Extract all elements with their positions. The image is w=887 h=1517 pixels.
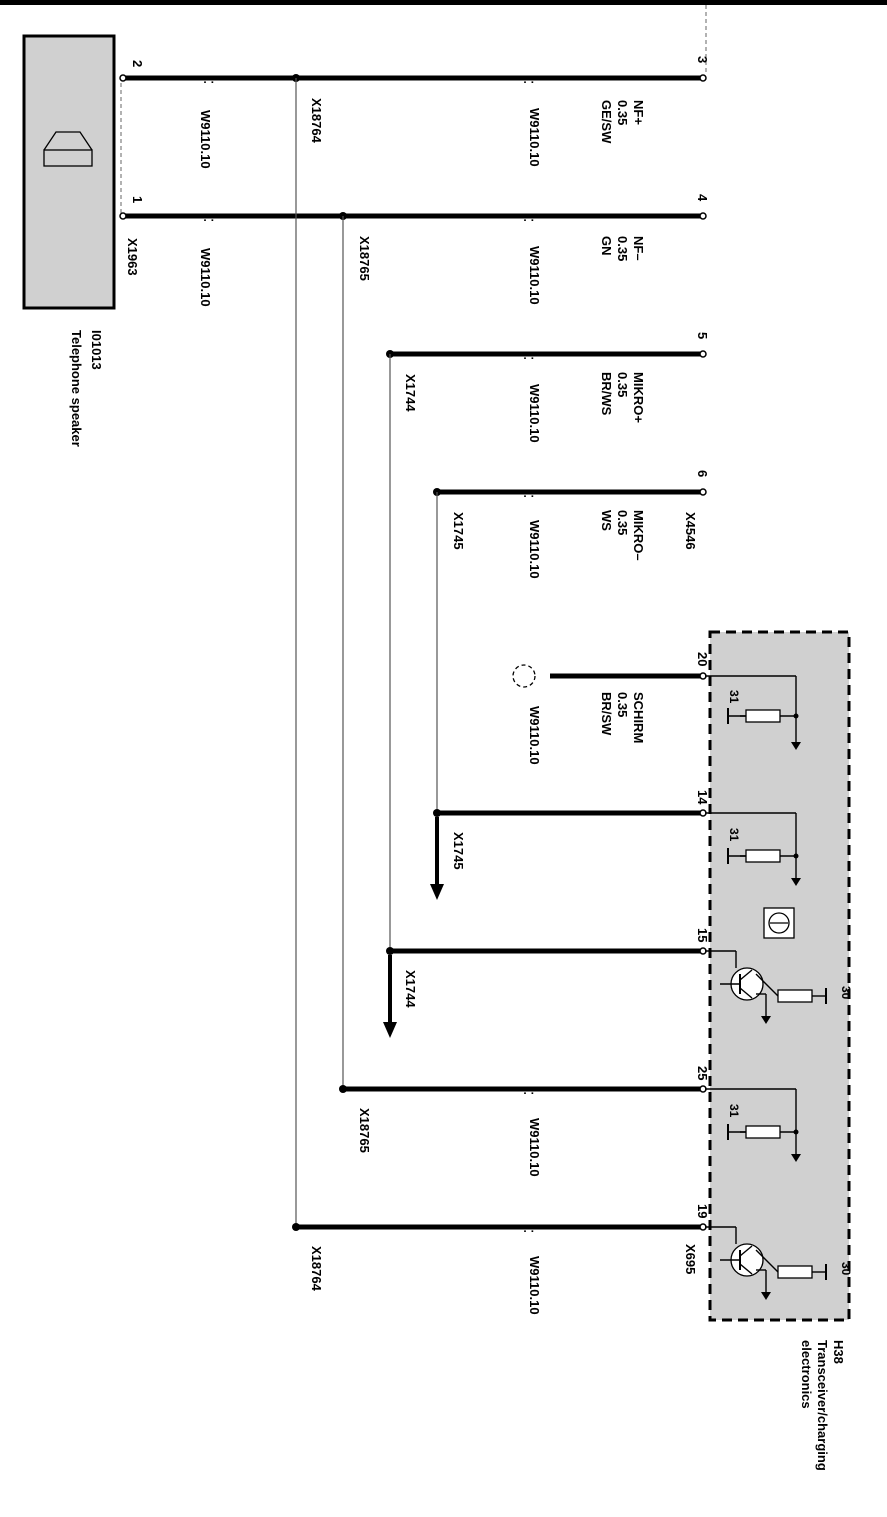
splice-x1744-label: X1744 (403, 374, 418, 412)
speaker-id-label: I01013 (89, 330, 104, 370)
ground-resistor-pin25 (705, 1088, 801, 1162)
splice-x18764-bottom (292, 1223, 300, 1231)
terminal-31: 31 (727, 690, 741, 704)
splice-x18765-label: X18765 (357, 1108, 372, 1153)
split-mark: : : (203, 72, 214, 86)
connector-pin-3: 3 (695, 56, 710, 63)
speaker-pin-2: 2 (130, 60, 145, 67)
cable-label: W9110.10 (527, 1256, 542, 1315)
wire-pin14[interactable] (437, 809, 707, 817)
microphone-icon (763, 907, 795, 939)
signal-gauge: 0.35 (615, 692, 630, 717)
signal-name-nf-minus: NF– (631, 236, 646, 261)
signal-name-mikro-plus: MIKRO+ (631, 372, 646, 423)
wire-mikro-minus[interactable] (437, 488, 707, 496)
signal-color: GN (599, 236, 614, 256)
arrow-down-icon (430, 817, 444, 900)
splice-x1745-label: X1745 (451, 832, 466, 870)
module-connector-x695: X695 (683, 1244, 698, 1274)
speaker-connector-label: X1963 (125, 238, 140, 276)
shield-open-end-icon (512, 664, 536, 688)
terminal-30: 30 (839, 986, 853, 1000)
speaker-icon (43, 131, 93, 167)
module-pin-14: 14 (695, 790, 710, 805)
module-pin-15: 15 (695, 928, 710, 942)
signal-name-mikro-minus: MIKRO– (631, 510, 646, 561)
module-id-label: H38 (831, 1340, 846, 1364)
signal-color: BR/SW (599, 692, 614, 736)
signal-color: WS (599, 510, 614, 531)
splice-x1745-bottom (433, 809, 441, 817)
module-name-line2: electronics (799, 1340, 814, 1409)
splice-x18765-label: X18765 (357, 236, 372, 281)
connector-pin-6: 6 (695, 470, 710, 477)
wire-pin19[interactable] (296, 1223, 707, 1231)
signal-gauge: 0.35 (615, 100, 630, 125)
terminal-30: 30 (839, 1262, 853, 1276)
split-mark: : : (523, 1083, 534, 1097)
wire-mikro-plus[interactable] (390, 350, 707, 358)
split-mark: : : (523, 1221, 534, 1235)
top-frame-bar (0, 0, 887, 5)
cable-label: W9110.10 (527, 246, 542, 305)
speaker-pin-1: 1 (130, 196, 145, 203)
connector-x4546-label: X4546 (683, 512, 698, 550)
wire-nf-plus[interactable] (119, 74, 707, 82)
terminal-31: 31 (727, 828, 741, 842)
cable-label: W9110.10 (527, 108, 542, 167)
signal-gauge: 0.35 (615, 510, 630, 535)
signal-color: BR/WS (599, 372, 614, 416)
signal-gauge: 0.35 (615, 236, 630, 261)
speaker-cable-label: W9110.10 (198, 248, 213, 307)
cable-label: W9110.10 (527, 1118, 542, 1177)
module-pin-19: 19 (695, 1204, 710, 1218)
split-mark: : : (523, 210, 534, 224)
arrow-down-icon (383, 955, 397, 1038)
ground-resistor-pin14 (705, 812, 801, 886)
terminal-31: 31 (727, 1104, 741, 1118)
split-mark: : : (523, 348, 534, 362)
split-mark: : : (523, 72, 534, 86)
cable-label: W9110.10 (527, 706, 542, 765)
splice-x18764-label: X18764 (309, 98, 324, 144)
signal-gauge: 0.35 (615, 372, 630, 397)
splice-x1744-bottom (386, 947, 394, 955)
module-pin-25: 25 (695, 1066, 710, 1080)
cable-label: W9110.10 (198, 110, 213, 169)
signal-color: GE/SW (599, 100, 614, 144)
signal-name-schirm: SCHIRM (631, 692, 646, 743)
splice-x18765-bottom (339, 1085, 347, 1093)
transistor-pin15 (705, 950, 827, 1024)
cable-label: W9110.10 (527, 384, 542, 443)
splice-x18764-label: X18764 (309, 1246, 324, 1292)
module-pin-20: 20 (695, 652, 710, 666)
split-mark: : : (523, 486, 534, 500)
connector-pin-5: 5 (695, 332, 710, 339)
telephone-speaker[interactable] (22, 34, 116, 310)
connector-pin-4: 4 (695, 194, 710, 202)
ground-resistor-pin20 (705, 675, 801, 750)
cable-label: W9110.10 (527, 520, 542, 579)
signal-name-nf-plus: NF+ (631, 100, 646, 125)
splice-x1744-label: X1744 (403, 970, 418, 1008)
wire-nf-minus[interactable] (119, 212, 707, 220)
wire-pin15[interactable] (390, 947, 707, 955)
module-name-line1: Transceiver/charging (815, 1340, 830, 1471)
split-mark: : : (203, 210, 214, 224)
transistor-pin19 (705, 1226, 827, 1300)
module-h38[interactable] (708, 630, 851, 1322)
splice-x1745-label: X1745 (451, 512, 466, 550)
speaker-name-label: Telephone speaker (69, 330, 84, 447)
wire-schirm[interactable] (550, 672, 707, 680)
